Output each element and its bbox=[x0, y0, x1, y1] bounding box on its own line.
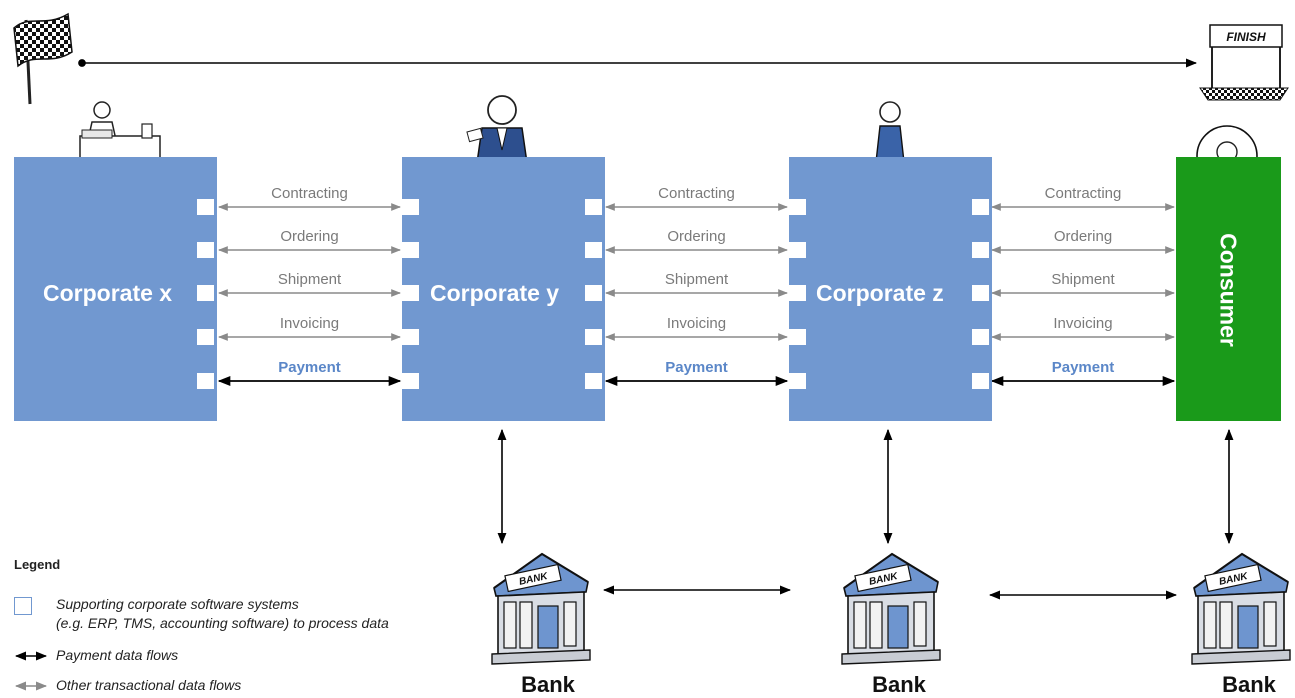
ordering-flow-label: Ordering bbox=[1053, 228, 1113, 245]
svg-text:FINISH: FINISH bbox=[1226, 30, 1266, 44]
corporate-z-label: Corporate z bbox=[816, 280, 944, 306]
software-system-port bbox=[972, 329, 989, 345]
ordering-flow-label: Ordering bbox=[280, 228, 339, 245]
invoicing-flow-label: Invoicing bbox=[666, 315, 727, 332]
software-system-port bbox=[402, 329, 419, 345]
bank-label-2: Bank bbox=[872, 672, 926, 697]
legend-software-line2: (e.g. ERP, TMS, accounting software) to … bbox=[56, 615, 389, 631]
software-system-port bbox=[972, 199, 989, 215]
invoicing-flow-label: Invoicing bbox=[1053, 315, 1113, 332]
software-system-port bbox=[585, 329, 602, 345]
bank-label-3: Bank bbox=[1222, 672, 1276, 697]
bank-building-icon: BANK bbox=[491, 552, 591, 665]
corporate-x-label: Corporate x bbox=[43, 280, 173, 306]
checkered-flag-icon bbox=[13, 12, 73, 105]
software-system-port bbox=[402, 285, 419, 301]
software-system-port bbox=[972, 285, 989, 301]
software-system-port bbox=[402, 242, 419, 258]
software-system-port bbox=[197, 199, 214, 215]
legend-software-line1: Supporting corporate software systems bbox=[56, 596, 299, 612]
corporate-y-box bbox=[402, 157, 605, 421]
legend-software-swatch bbox=[14, 597, 32, 615]
ordering-flow-label: Ordering bbox=[667, 228, 726, 245]
bank-label-1: Bank bbox=[521, 672, 575, 697]
payment-flow-label: Payment bbox=[278, 359, 341, 376]
software-system-port bbox=[789, 373, 806, 389]
software-system-port bbox=[197, 329, 214, 345]
legend-payment-text: Payment data flows bbox=[56, 647, 179, 663]
flow-arrows bbox=[217, 203, 1176, 387]
software-system-port bbox=[585, 285, 602, 301]
software-system-port bbox=[972, 242, 989, 258]
software-system-port bbox=[585, 242, 602, 258]
shipment-flow-label: Shipment bbox=[664, 271, 729, 288]
software-system-port bbox=[585, 199, 602, 215]
software-system-port bbox=[402, 199, 419, 215]
software-system-port bbox=[402, 373, 419, 389]
banks: BANK BANK BANK bbox=[491, 552, 1291, 665]
software-system-port bbox=[789, 242, 806, 258]
shipment-flow-label: Shipment bbox=[1051, 271, 1115, 288]
software-system-port bbox=[197, 285, 214, 301]
payment-flow-label: Payment bbox=[1051, 359, 1115, 376]
contracting-flow-label: Contracting bbox=[658, 185, 735, 202]
corporate-y-label: Corporate y bbox=[430, 280, 560, 306]
legend-other-text: Other transactional data flows bbox=[56, 677, 242, 693]
legend-title: Legend bbox=[14, 557, 61, 572]
consumer-box bbox=[1176, 157, 1281, 421]
software-system-port bbox=[972, 373, 989, 389]
software-system-port bbox=[585, 373, 602, 389]
bank-building-icon: BANK bbox=[1191, 552, 1291, 665]
finish-line-icon: FINISH bbox=[1199, 24, 1289, 101]
consumer-label: Consumer bbox=[1215, 233, 1242, 347]
contracting-flow-label: Contracting bbox=[1044, 185, 1122, 202]
software-system-port bbox=[197, 242, 214, 258]
invoicing-flow-label: Invoicing bbox=[279, 315, 340, 332]
corporate-z-box bbox=[789, 157, 992, 421]
contracting-flow-label: Contracting bbox=[271, 185, 348, 202]
bank-building-icon: BANK bbox=[841, 552, 941, 665]
software-system-port bbox=[789, 285, 806, 301]
software-system-port bbox=[197, 373, 214, 389]
corporate-x-box bbox=[14, 157, 217, 421]
shipment-flow-label: Shipment bbox=[277, 271, 342, 288]
software-system-port bbox=[789, 199, 806, 215]
software-system-port bbox=[789, 329, 806, 345]
payment-flow-label: Payment bbox=[665, 359, 728, 376]
